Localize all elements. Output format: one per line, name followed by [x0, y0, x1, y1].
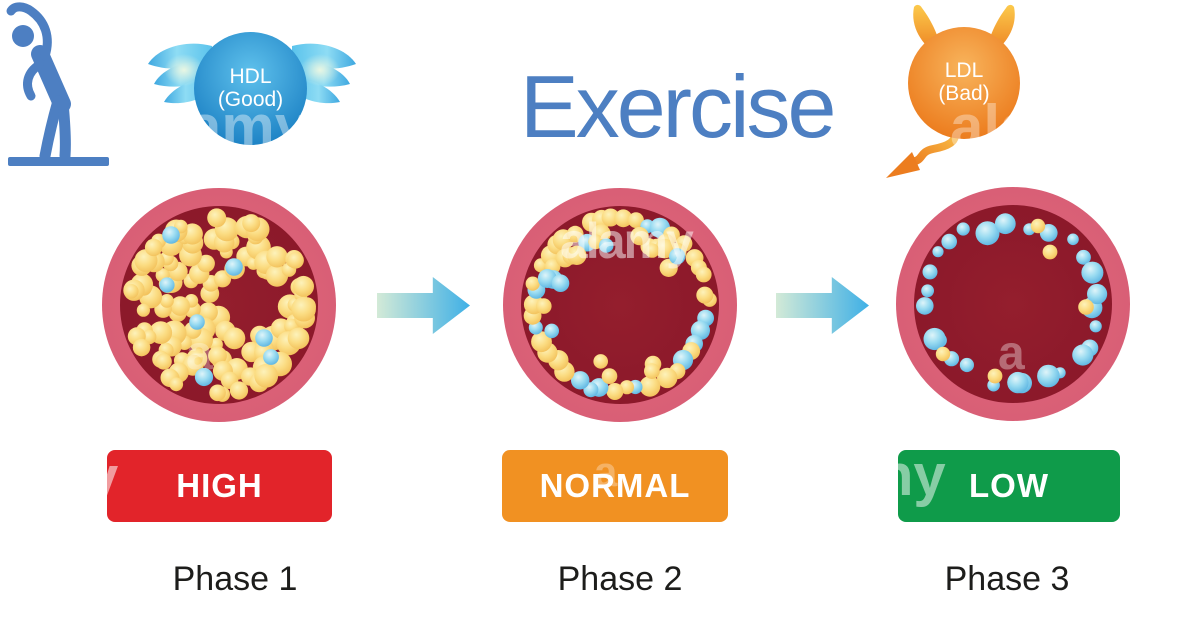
level-badge-normal: NORMAL — [502, 450, 728, 522]
level-badge-low: LOW — [898, 450, 1120, 522]
phase-caption-2: Phase 2 — [557, 560, 683, 598]
phase-caption-1: Phase 1 — [172, 560, 298, 598]
flow-arrow — [776, 277, 869, 334]
level-badge-high: HIGH — [107, 450, 332, 522]
artery-cross-section-phase-2 — [502, 187, 738, 423]
hdl-sublabel: (Good) — [217, 87, 284, 111]
hdl-label: HDL — [229, 64, 272, 88]
ldl-sublabel: (Bad) — [938, 82, 990, 105]
badge-label: NORMAL — [539, 467, 691, 504]
watermark: a — [458, 100, 483, 149]
phase-caption-3: Phase 3 — [944, 560, 1070, 598]
artery-cross-section-phase-1 — [101, 187, 337, 423]
flow-arrow — [377, 277, 470, 334]
ldl-ball: LDL (Bad) — [908, 27, 1020, 139]
exercise-title: Exercise — [520, 57, 836, 156]
badge-label: LOW — [969, 467, 1049, 504]
badge-label: HIGH — [176, 467, 263, 504]
hdl-ball: HDL (Good) — [194, 32, 307, 145]
exercise-person-icon — [6, 2, 109, 166]
artery-cross-section-phase-3 — [895, 186, 1131, 422]
ldl-label: LDL — [944, 59, 984, 83]
